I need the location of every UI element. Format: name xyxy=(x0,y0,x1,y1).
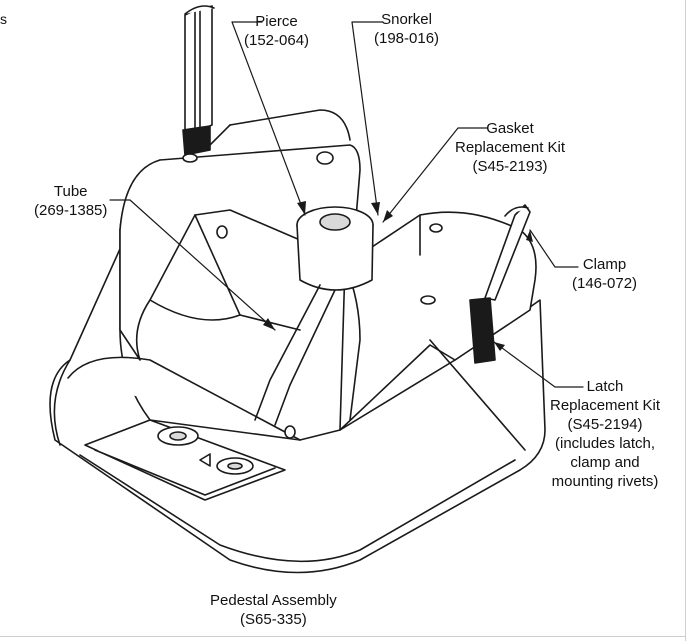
latch-leader xyxy=(493,341,584,388)
clamp-leader xyxy=(529,229,579,268)
latch-note-3: mounting rivets) xyxy=(551,473,659,490)
latch-note-1: (includes latch, xyxy=(555,435,656,452)
clamp-latch xyxy=(469,204,531,364)
pierce-part-number: (152-064) xyxy=(244,32,310,49)
assembly-name: Pedestal Assembly xyxy=(210,592,337,609)
latch-name: Latch xyxy=(586,378,624,395)
clamp-callout: Clamp (146-072) xyxy=(572,255,637,293)
latch-callout: Latch Replacement Kit (S45-2194) (includ… xyxy=(550,377,660,491)
pierce-callout: Pierce (152-064) xyxy=(244,12,309,50)
assembly-caption: Pedestal Assembly (S65-335) xyxy=(210,591,337,629)
gasket-name: Gasket xyxy=(486,120,534,137)
assembly-part-number: (S65-335) xyxy=(240,611,307,628)
leader-lines xyxy=(109,21,584,388)
gasket-leader xyxy=(382,127,489,223)
snorkel-leader xyxy=(351,21,383,216)
latch-note-2: clamp and xyxy=(570,454,640,471)
right-border-line xyxy=(685,0,686,641)
snorkel-part-number: (198-016) xyxy=(374,30,440,47)
leader-arrows xyxy=(263,201,533,351)
tube xyxy=(254,284,336,426)
latch-kit-label: Replacement Kit xyxy=(550,397,661,414)
tube-callout: Tube (269-1385) xyxy=(34,182,107,220)
snorkel-name: Snorkel xyxy=(381,11,432,28)
cropped-text-fragment: s xyxy=(0,11,7,27)
tray xyxy=(84,419,286,501)
rivets xyxy=(182,151,443,439)
latch-part-number: (S45-2194) xyxy=(567,416,643,433)
right-tank-arm xyxy=(339,211,537,451)
snorkel-housing xyxy=(296,206,374,291)
bottom-border-line xyxy=(0,636,686,637)
clamp-name: Clamp xyxy=(582,256,627,273)
pierce-leader xyxy=(231,21,306,216)
gasket-kit-label: Replacement Kit xyxy=(455,139,566,156)
pierce-name: Pierce xyxy=(255,13,298,30)
pierce-rod xyxy=(182,5,215,156)
tube-name: Tube xyxy=(53,183,88,200)
tube-leader xyxy=(109,199,276,331)
gasket-callout: Gasket Replacement Kit (S45-2193) xyxy=(455,119,565,176)
clamp-part-number: (146-072) xyxy=(572,275,638,292)
left-tank-arm xyxy=(119,109,361,361)
tube-part-number: (269-1385) xyxy=(34,202,108,219)
snorkel-callout: Snorkel (198-016) xyxy=(374,10,439,48)
gasket-part-number: (S45-2193) xyxy=(472,158,548,175)
